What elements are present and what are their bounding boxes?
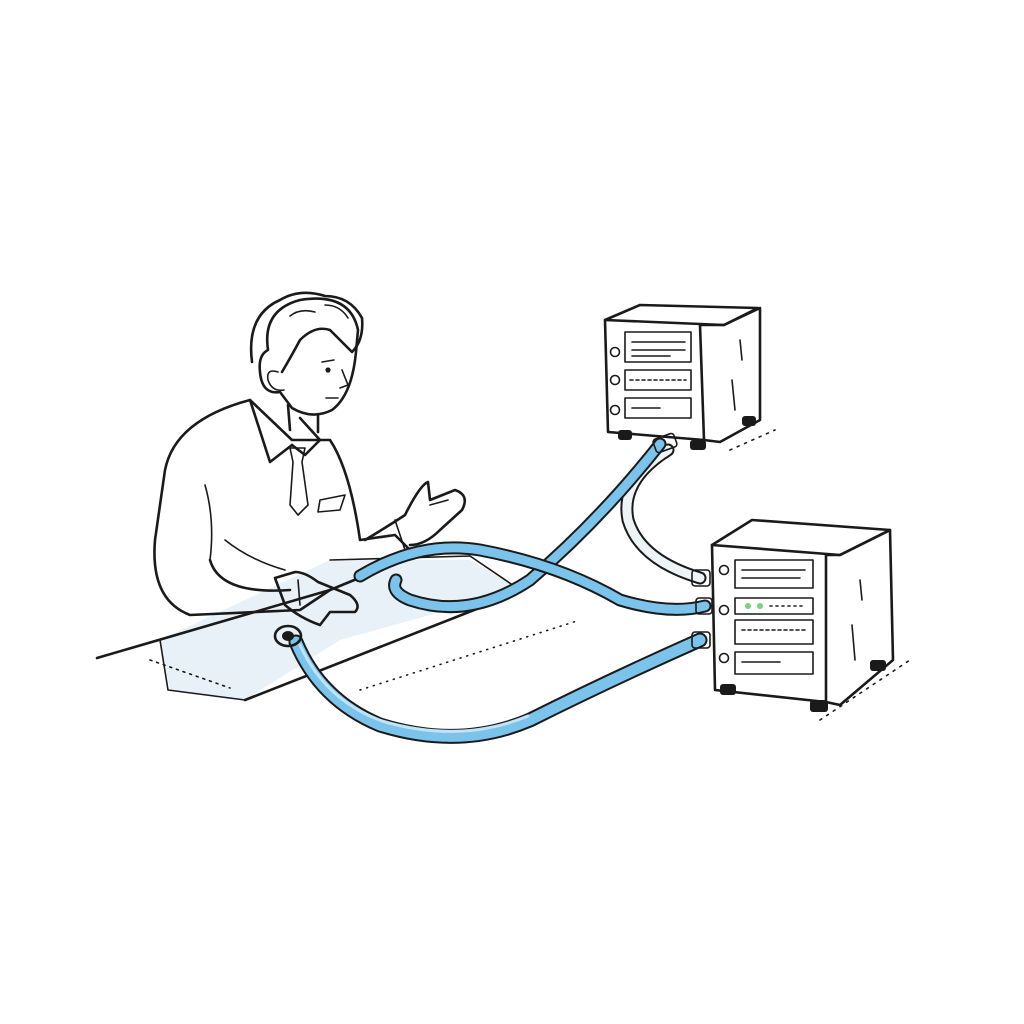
desk (95, 555, 581, 702)
server-unit-top (603, 303, 776, 451)
server-unit-bottom (710, 518, 911, 721)
network-cables (273, 432, 713, 744)
person-figure (153, 291, 467, 627)
